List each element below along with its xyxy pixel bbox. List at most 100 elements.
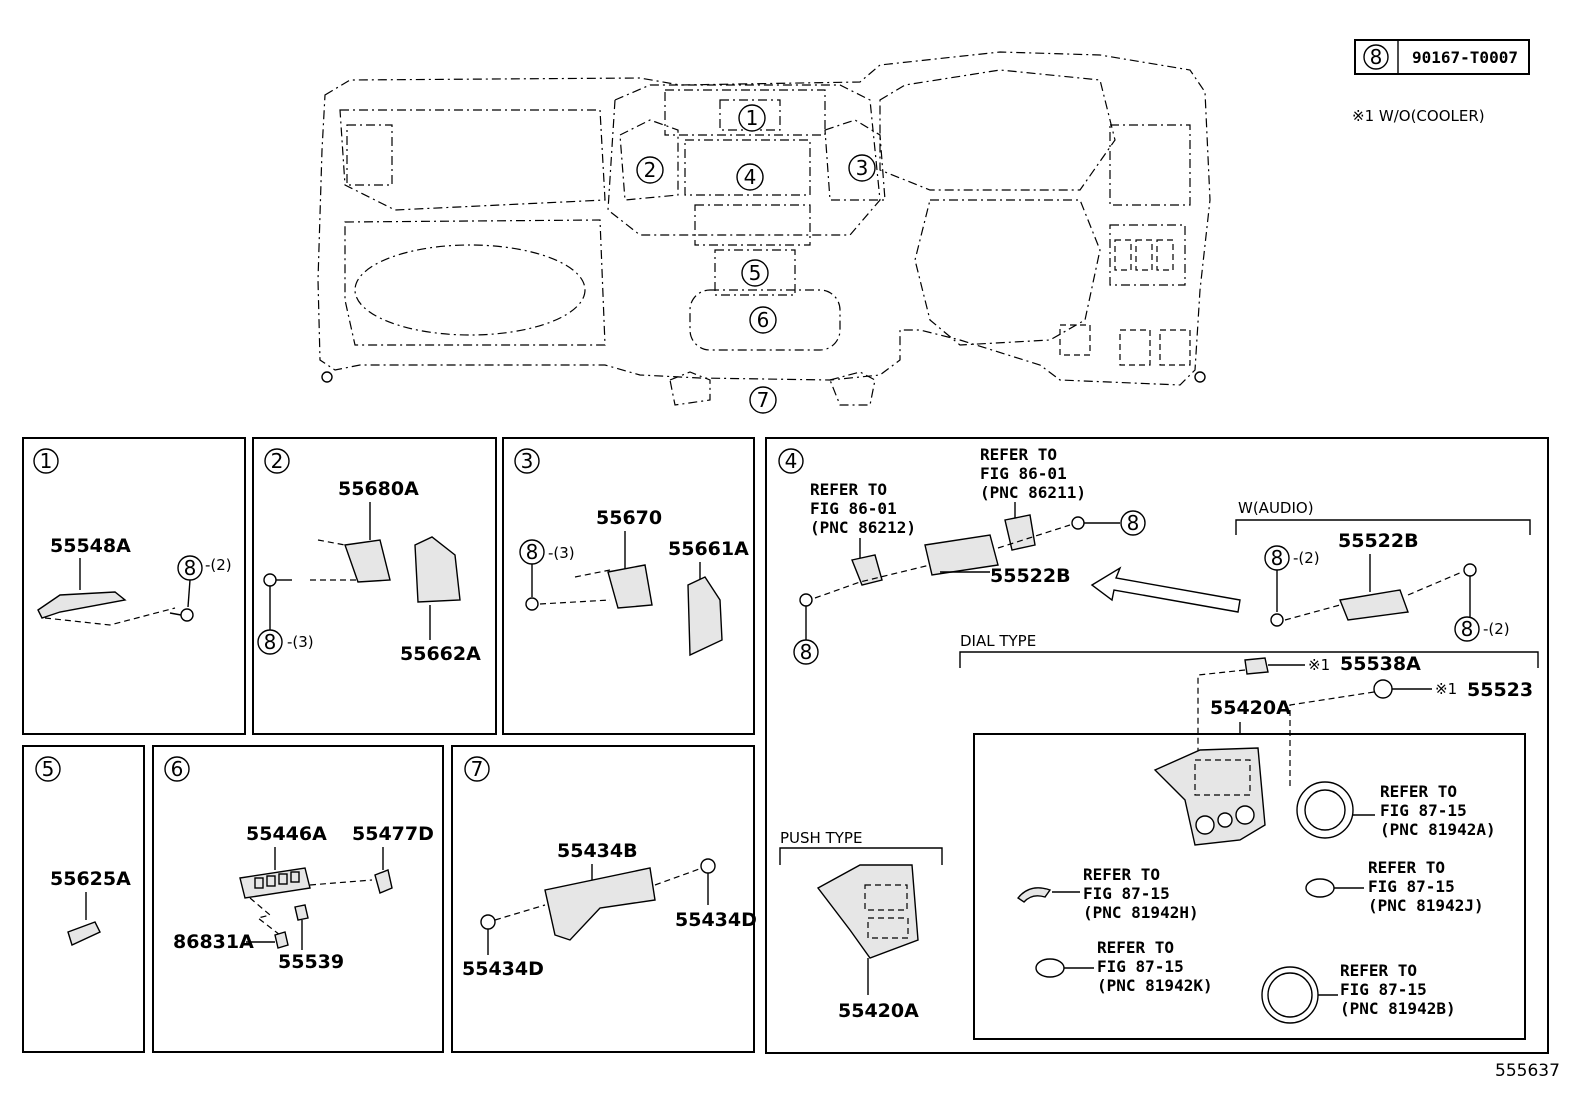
panel-2: 2 55680A 55662A 8 -(3) bbox=[252, 437, 497, 735]
screw-icon bbox=[480, 914, 496, 930]
svg-text:4: 4 bbox=[744, 165, 757, 189]
screw-icon bbox=[700, 858, 716, 874]
dial-cap-k bbox=[1035, 958, 1065, 978]
panel-trim-part bbox=[37, 591, 127, 619]
svg-text:4: 4 bbox=[785, 449, 798, 473]
svg-text:86831A: 86831A bbox=[173, 931, 254, 953]
svg-text:REFER TO: REFER TO bbox=[1368, 858, 1445, 877]
svg-text:55625A: 55625A bbox=[50, 868, 131, 890]
vent-grille-part bbox=[607, 564, 653, 609]
vent-grille-part bbox=[344, 539, 391, 583]
svg-text:REFER TO: REFER TO bbox=[980, 445, 1057, 464]
svg-text:※1: ※1 bbox=[1435, 680, 1457, 698]
svg-text:8: 8 bbox=[1127, 511, 1140, 535]
svg-text:55662A: 55662A bbox=[400, 643, 481, 665]
overview-callouts: 1 2 3 4 5 6 7 bbox=[636, 104, 876, 414]
legend-part-number: 90167-T0007 bbox=[1412, 48, 1518, 67]
knob-cap-part bbox=[1373, 679, 1393, 699]
cover-part bbox=[67, 921, 101, 946]
svg-text:2: 2 bbox=[644, 158, 657, 182]
screw-icon bbox=[525, 597, 539, 611]
svg-text:-(2): -(2) bbox=[1293, 549, 1320, 567]
dial-knob-b bbox=[1261, 966, 1319, 1024]
svg-text:6: 6 bbox=[171, 757, 184, 781]
bezel-part bbox=[816, 864, 919, 959]
svg-text:REFER TO: REFER TO bbox=[1097, 938, 1174, 957]
panel-5: 5 55625A bbox=[22, 745, 145, 1053]
svg-text:5: 5 bbox=[749, 261, 762, 285]
svg-text:3: 3 bbox=[521, 449, 534, 473]
ring-part bbox=[1016, 887, 1052, 903]
dial-cap-j bbox=[1305, 878, 1335, 898]
svg-text:55523: 55523 bbox=[1467, 679, 1533, 701]
svg-text:8: 8 bbox=[1271, 546, 1284, 570]
svg-text:8: 8 bbox=[800, 640, 813, 664]
svg-text:FIG 87-15: FIG 87-15 bbox=[1097, 957, 1184, 976]
panel-3: 3 8 -(3) 55670 55661A bbox=[502, 437, 755, 735]
cooler-note: ※1 W/O(COOLER) bbox=[1352, 107, 1485, 125]
svg-text:7: 7 bbox=[471, 757, 484, 781]
svg-text:W(AUDIO): W(AUDIO) bbox=[1238, 499, 1314, 517]
svg-text:(PNC 81942B): (PNC 81942B) bbox=[1340, 999, 1456, 1018]
screw-icon bbox=[1071, 516, 1085, 530]
clip-part bbox=[294, 904, 309, 921]
svg-text:8: 8 bbox=[184, 556, 197, 580]
svg-text:(PNC 86212): (PNC 86212) bbox=[810, 518, 916, 537]
svg-text:55446A: 55446A bbox=[246, 823, 327, 845]
screw-icon bbox=[799, 593, 813, 607]
panel-number: 1 bbox=[40, 449, 53, 473]
svg-text:-(2): -(2) bbox=[205, 556, 232, 574]
panel-7: 7 55434B 55434D 55434D bbox=[451, 745, 757, 1053]
bracket-part bbox=[851, 554, 883, 586]
svg-text:※1: ※1 bbox=[1308, 656, 1330, 674]
svg-text:7: 7 bbox=[757, 388, 770, 412]
svg-text:55420A: 55420A bbox=[838, 1000, 919, 1022]
audio-unit-part bbox=[1339, 589, 1409, 621]
svg-text:55661A: 55661A bbox=[668, 538, 749, 560]
svg-text:1: 1 bbox=[746, 106, 759, 130]
svg-text:55522B: 55522B bbox=[990, 565, 1071, 587]
lower-panel-part bbox=[544, 867, 656, 941]
clip-part bbox=[274, 931, 289, 949]
dial-type-group: DIAL TYPE ※1 55538A ※1 55523 55420A REFE… bbox=[959, 632, 1539, 1040]
svg-text:8: 8 bbox=[1461, 617, 1474, 641]
svg-text:(PNC 81942H): (PNC 81942H) bbox=[1083, 903, 1199, 922]
bracket-part bbox=[1004, 514, 1036, 551]
svg-text:REFER TO: REFER TO bbox=[810, 480, 887, 499]
svg-text:-(3): -(3) bbox=[287, 633, 314, 651]
svg-text:PUSH TYPE: PUSH TYPE bbox=[780, 829, 862, 847]
svg-text:3: 3 bbox=[856, 156, 869, 180]
svg-text:55420A: 55420A bbox=[1210, 697, 1291, 719]
svg-text:8: 8 bbox=[264, 630, 277, 654]
screw-icon bbox=[1463, 563, 1477, 577]
svg-text:55680A: 55680A bbox=[338, 478, 419, 500]
switch-part bbox=[1244, 657, 1269, 675]
part-label: 55548A bbox=[50, 535, 131, 557]
svg-text:55434B: 55434B bbox=[557, 840, 638, 862]
svg-text:REFER TO: REFER TO bbox=[1083, 865, 1160, 884]
legend-box: 8 90167-T0007 bbox=[1354, 39, 1530, 75]
panel-1: 1 55548A 8 -(2) bbox=[22, 437, 246, 735]
svg-text:(PNC 81942K): (PNC 81942K) bbox=[1097, 976, 1213, 995]
fastener-8-icon bbox=[1363, 44, 1389, 70]
audio-unit-part bbox=[924, 534, 999, 576]
svg-text:8: 8 bbox=[526, 540, 539, 564]
svg-text:-(3): -(3) bbox=[548, 544, 575, 562]
svg-text:(PNC 86211): (PNC 86211) bbox=[980, 483, 1086, 502]
svg-text:REFER TO: REFER TO bbox=[1340, 961, 1417, 980]
svg-text:55538A: 55538A bbox=[1340, 653, 1421, 675]
svg-text:FIG 87-15: FIG 87-15 bbox=[1340, 980, 1427, 999]
svg-text:FIG 86-01: FIG 86-01 bbox=[810, 499, 897, 518]
svg-text:DIAL TYPE: DIAL TYPE bbox=[960, 632, 1036, 650]
svg-text:55477D: 55477D bbox=[352, 823, 434, 845]
screw-icon bbox=[1270, 613, 1284, 627]
figure-id: 555637 bbox=[1495, 1061, 1560, 1081]
push-type-group: PUSH TYPE 55420A bbox=[779, 829, 943, 1022]
svg-text:FIG 87-15: FIG 87-15 bbox=[1368, 877, 1455, 896]
svg-text:FIG 86-01: FIG 86-01 bbox=[980, 464, 1067, 483]
svg-text:REFER TO: REFER TO bbox=[1380, 782, 1457, 801]
dashboard-overview bbox=[317, 51, 1211, 406]
plug-part bbox=[374, 869, 393, 894]
side-cover-part bbox=[687, 576, 723, 657]
